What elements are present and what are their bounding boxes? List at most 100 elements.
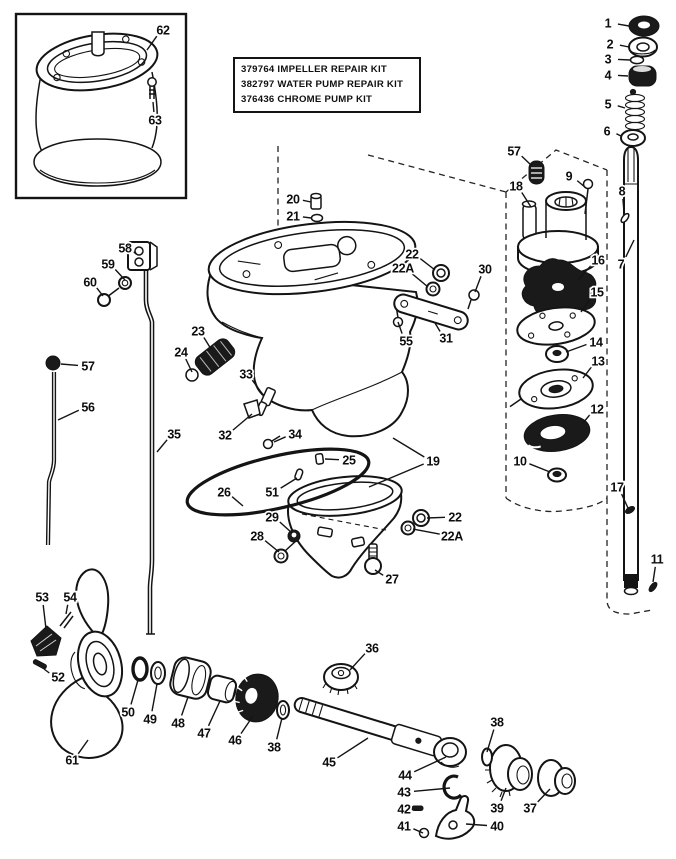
part-22a-washer-lower xyxy=(400,520,416,536)
leader-line-25-41 xyxy=(324,458,340,461)
part-callout-28-44: 28 xyxy=(250,530,264,544)
part-49-ring xyxy=(150,661,166,685)
assembly-axis-dashed-lines xyxy=(277,146,653,615)
part-1-seal xyxy=(628,15,660,37)
part-60-screw xyxy=(97,287,120,307)
leader-line-28-44 xyxy=(264,540,280,553)
part-57-knob xyxy=(45,355,61,371)
leader-line-19-42 xyxy=(368,463,424,488)
leader-line-26-39 xyxy=(231,496,244,507)
part-callout-45-58: 45 xyxy=(322,756,336,770)
part-callout-17-10: 17 xyxy=(610,481,624,495)
part-41-ring xyxy=(418,827,430,839)
part-callout-57-31: 57 xyxy=(81,360,95,374)
leader-line-8-8 xyxy=(622,198,625,213)
leader-line-3-4 xyxy=(617,58,631,61)
part-callout-11-11: 11 xyxy=(651,553,664,567)
part-19-lower-gearcase xyxy=(287,475,403,579)
repair-kit-box: 379764 IMPELLER REPAIR KIT 382797 WATER … xyxy=(233,57,421,113)
leader-line-1-2 xyxy=(617,23,630,27)
part-6-washer xyxy=(620,129,646,147)
part-4-bushing xyxy=(628,65,657,87)
part-25-pin xyxy=(314,453,325,465)
part-38-thrust-washer-front xyxy=(276,700,290,720)
part-callout-37-67: 37 xyxy=(523,802,537,816)
leader-line-22-46 xyxy=(426,516,446,519)
part-11-pin xyxy=(648,581,658,593)
part-callout-54-49: 54 xyxy=(63,591,77,605)
part-callout-18-13: 18 xyxy=(509,180,523,194)
leader-line-7-9 xyxy=(625,239,635,258)
part-56-water-tube xyxy=(45,372,57,546)
part-callout-62-0: 62 xyxy=(156,24,170,38)
leader-line-5-6 xyxy=(617,105,626,109)
part-callout-46-56: 46 xyxy=(228,734,242,748)
part-callout-34-38: 34 xyxy=(288,428,302,442)
part-36-pinion-gear xyxy=(322,663,359,696)
leader-line-54-49 xyxy=(65,604,69,615)
part-39-reverse-gear xyxy=(485,744,533,798)
part-callout-29-43: 29 xyxy=(265,511,279,525)
kit-line-chrome-pump: 376436 CHROME PUMP KIT xyxy=(241,93,373,105)
kit-line-impeller: 379764 IMPELLER REPAIR KIT xyxy=(241,64,388,75)
leader-line-45-58 xyxy=(337,737,369,759)
leader-line-12-19 xyxy=(582,414,591,424)
part-callout-42-62: 42 xyxy=(397,803,411,817)
leader-line-35-33 xyxy=(156,439,168,453)
part-5-spring xyxy=(624,88,646,131)
leader-line-48-54 xyxy=(180,696,189,716)
leader-line-19-42 xyxy=(392,437,425,458)
part-callout-22A-47: 22A xyxy=(441,530,463,544)
callout-labels: 6263123456871711571891615141312102021222… xyxy=(34,15,666,836)
part-callout-39-65: 39 xyxy=(490,802,504,816)
part-51-dowel-pin xyxy=(294,468,304,481)
leader-line-55-27 xyxy=(397,321,403,334)
part-20-bushing xyxy=(310,192,322,210)
leader-line-21-22 xyxy=(302,216,312,219)
leader-line-32-37 xyxy=(232,413,253,431)
part-34-screw xyxy=(262,435,281,450)
part-callout-9-14: 9 xyxy=(566,170,573,184)
part-42-pin xyxy=(411,805,424,811)
part-callout-55-27: 55 xyxy=(399,335,413,349)
part-54-cotter-pin xyxy=(59,611,74,629)
part-47-bushing xyxy=(206,674,238,704)
part-16-impeller xyxy=(521,258,597,318)
leader-line-62-0 xyxy=(146,35,158,51)
part-callout-25-41: 25 xyxy=(342,454,356,468)
part-callout-21-22: 21 xyxy=(286,210,300,224)
leader-line-37-67 xyxy=(536,788,551,803)
part-43-spring-clip xyxy=(442,774,463,800)
leader-line-46-56 xyxy=(240,715,254,734)
part-callout-38-66: 38 xyxy=(490,716,504,730)
part-callout-7-9: 7 xyxy=(618,258,625,272)
leader-line-58-28 xyxy=(133,251,137,255)
part-10-seal xyxy=(547,467,567,483)
part-14-seal xyxy=(545,345,569,363)
leader-line-59-29 xyxy=(114,269,126,281)
part-callout-8-8: 8 xyxy=(619,185,626,199)
leader-line-57-12 xyxy=(521,155,533,167)
part-13-plate-and-cam xyxy=(509,368,594,410)
part-59-nut xyxy=(118,276,132,290)
leader-line-38-57 xyxy=(276,717,283,740)
part-callout-1-2: 1 xyxy=(605,17,612,31)
part-callout-5-6: 5 xyxy=(605,98,612,112)
leader-line-52-50 xyxy=(43,668,50,674)
part-62-extension-housing xyxy=(33,31,162,187)
part-callout-49-53: 49 xyxy=(143,713,157,727)
leader-lines xyxy=(42,23,656,834)
part-callout-30-25: 30 xyxy=(478,263,492,277)
part-2-washer xyxy=(628,36,658,58)
part-callout-35-33: 35 xyxy=(167,428,181,442)
leader-line-38-66 xyxy=(486,729,495,753)
part-35-shift-rod xyxy=(142,253,155,635)
leader-line-44-60 xyxy=(413,756,447,773)
part-callout-33-36: 33 xyxy=(239,368,253,382)
leader-line-9-14 xyxy=(576,180,587,189)
part-callout-61-51: 61 xyxy=(65,754,79,768)
leader-line-63-1 xyxy=(152,101,155,113)
part-27-bolt xyxy=(364,543,382,575)
leader-line-31-26 xyxy=(434,322,441,332)
leader-line-18-13 xyxy=(521,192,532,208)
